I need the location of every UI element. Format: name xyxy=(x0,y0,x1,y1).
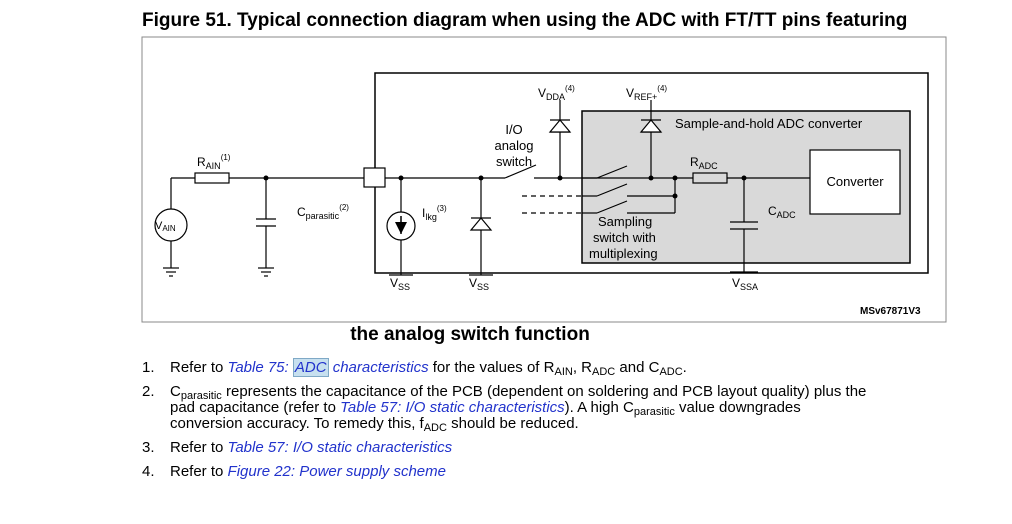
ilkg-label: Ilkg(3) xyxy=(422,204,447,222)
figure-frame xyxy=(141,36,947,323)
vain-label: VAIN xyxy=(155,220,176,233)
vss-label-1: VSS xyxy=(390,276,410,292)
sampling-label-1: Sampling xyxy=(598,214,652,229)
cparasitic-label: Cparasitic(2) xyxy=(297,203,349,221)
vdda-label: VDDA(4) xyxy=(538,84,575,102)
connection-diagram: VDDA(4) VREF+(4) I/O analog switch Sampl… xyxy=(141,36,947,323)
io-switch-label-3: switch xyxy=(496,154,532,169)
radc-label: RADC xyxy=(690,155,718,171)
link-table-57[interactable]: Table 57: I/O static characteristics xyxy=(340,399,565,416)
note-2: 2.Cparasitic represents the capacitance … xyxy=(142,383,867,434)
figure-ref-code: MSv67871V3 xyxy=(860,306,921,317)
note-1: 1.Refer to Table 75: ADC characteristics… xyxy=(142,358,687,378)
cadc-label: CADC xyxy=(768,204,796,220)
converter-box xyxy=(809,149,901,215)
io-switch-label-2: analog xyxy=(494,138,533,153)
io-switch-label-1: I/O xyxy=(505,122,522,137)
rain-label: RAIN(1) xyxy=(197,153,231,171)
link-table-75[interactable]: Table 75: ADC characteristics xyxy=(227,358,429,377)
figure-title-continued: the analog switch function xyxy=(350,324,590,345)
sampling-label-2: switch with xyxy=(593,230,656,245)
rain-resistor xyxy=(194,172,230,184)
sample-hold-label: Sample-and-hold ADC converter xyxy=(675,116,863,131)
io-pad xyxy=(363,167,386,188)
figure-title: Figure 51. Typical connection diagram wh… xyxy=(142,10,908,31)
note-4: 4.Refer to Figure 22: Power supply schem… xyxy=(142,463,446,480)
link-figure-22[interactable]: Figure 22: Power supply scheme xyxy=(227,463,446,480)
vss-label-2: VSS xyxy=(469,276,489,292)
note-3: 3.Refer to Table 57: I/O static characte… xyxy=(142,439,453,456)
vssa-label: VSSA xyxy=(732,276,758,292)
link-table-57-b[interactable]: Table 57: I/O static characteristics xyxy=(227,439,453,456)
converter-label: Converter xyxy=(826,174,884,189)
notes-list: 1.Refer to Table 75: ADC characteristics… xyxy=(142,358,962,488)
sampling-label-3: multiplexing xyxy=(589,246,658,261)
vref-label: VREF+(4) xyxy=(626,84,667,102)
